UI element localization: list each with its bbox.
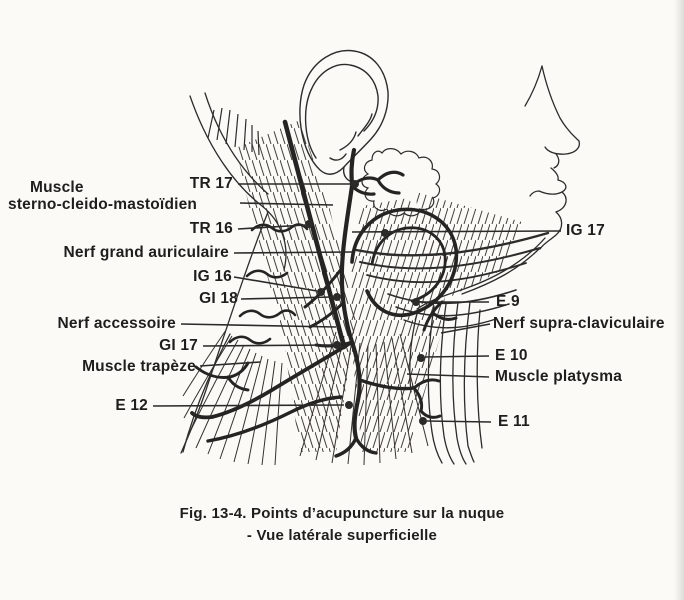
point-ig16 (316, 287, 325, 296)
label-tr16: TR 16 (189, 220, 233, 237)
face-profile (524, 65, 581, 250)
point-e12 (344, 400, 353, 409)
label-tr17: TR 17 (189, 175, 233, 192)
leader-gi18 (240, 296, 334, 300)
ear (299, 49, 389, 183)
leader-nga (233, 251, 353, 254)
point-ig17 (380, 229, 389, 238)
point-tr16 (304, 220, 313, 229)
leader-nacc (180, 323, 337, 328)
caption-line1: Fig. 13-4. Points d’acupuncture sur la n… (179, 505, 505, 522)
label-e9: E 9 (496, 293, 520, 310)
label-muscle-scm-line2: sterno-cleido-mastoïdien (8, 196, 198, 213)
label-nerf-accessoire: Nerf accessoire (57, 315, 176, 332)
hair-scribble (361, 148, 441, 217)
point-gi17 (332, 340, 341, 349)
leader-tr16 (237, 224, 306, 230)
leader-gi17 (202, 344, 334, 347)
label-muscle-platysma: Muscle platysma (495, 368, 623, 385)
figure-caption: Fig. 13-4. Points d’acupuncture sur la n… (92, 503, 592, 547)
label-muscle-scm-line1: Muscle (30, 179, 84, 196)
label-e10: E 10 (495, 347, 528, 364)
leader-e10 (424, 355, 490, 358)
fibre-fans (182, 329, 429, 466)
caption-line2: - Vue latérale superficielle (246, 527, 438, 544)
label-ig16: IG 16 (193, 268, 232, 285)
leader-nsc (440, 323, 491, 334)
label-gi17: GI 17 (159, 337, 198, 354)
page-scan-edge (674, 0, 684, 600)
point-e9 (411, 297, 420, 306)
label-ig17: IG 17 (566, 222, 605, 239)
label-e12: E 12 (115, 397, 148, 414)
leader-platysma (406, 373, 490, 378)
leader-e11 (426, 420, 492, 423)
label-gi18: GI 18 (199, 290, 238, 307)
label-nerf-grand-auriculaire: Nerf grand auriculaire (63, 244, 229, 261)
point-e11 (418, 416, 427, 425)
label-nerf-supra-claviculaire: Nerf supra-claviculaire (493, 315, 665, 332)
leader-e12 (152, 404, 345, 407)
leader-trapeze (199, 361, 261, 367)
label-muscle-trapeze: Muscle trapèze (82, 358, 196, 375)
leader-lines (152, 180, 562, 425)
hairline-hatch (207, 107, 260, 156)
point-e10 (416, 353, 425, 362)
label-e11: E 11 (498, 413, 530, 430)
point-gi18 (332, 292, 341, 301)
leader-muscle-scm (239, 202, 334, 206)
nerve-trunks (190, 119, 459, 458)
leader-ig16 (233, 276, 318, 292)
point-tr17 (350, 180, 359, 189)
